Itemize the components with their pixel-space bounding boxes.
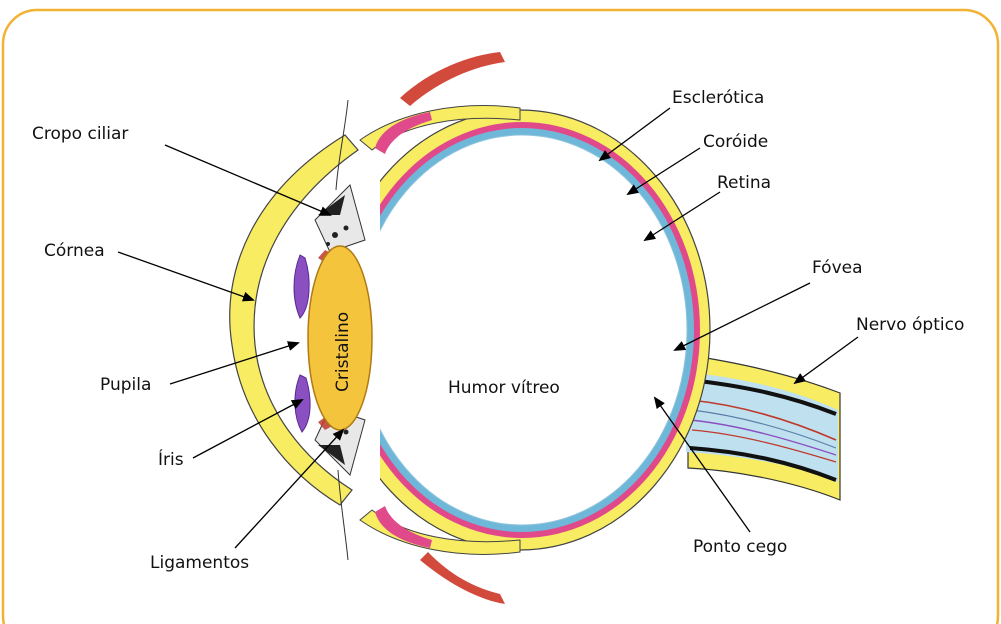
label-cropo-ciliar: Cropo ciliar — [32, 124, 128, 144]
label-retina: Retina — [717, 173, 771, 193]
label-pupila: Pupila — [100, 375, 151, 395]
label-humor-vitreo: Humor vítreo — [448, 378, 560, 398]
label-esclerotica: Esclerótica — [672, 88, 764, 108]
label-cornea: Córnea — [44, 241, 105, 261]
label-iris: Íris — [158, 450, 184, 470]
label-ponto-cego: Ponto cego — [693, 537, 787, 557]
label-coroide: Coróide — [703, 132, 768, 152]
label-ligamentos: Ligamentos — [150, 553, 249, 573]
lens-label: Cristalino — [333, 312, 353, 392]
label-nervo-optico: Nervo óptico — [856, 315, 964, 335]
label-fovea: Fóvea — [812, 258, 863, 278]
